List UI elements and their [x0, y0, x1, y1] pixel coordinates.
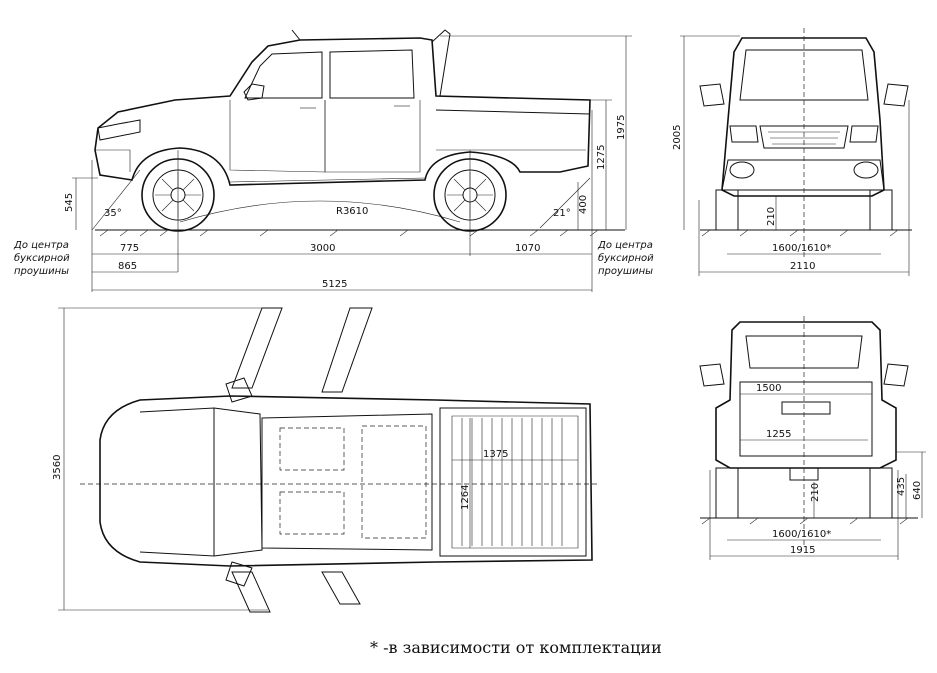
tow-label-left-2: буксирной — [14, 252, 70, 264]
dim-rear-bumper-height: 400 — [578, 195, 589, 214]
tow-label-right-1: До центра — [597, 240, 653, 251]
front-dim-track: 1600/1610* — [772, 243, 831, 254]
dim-overall-length: 5125 — [322, 279, 347, 290]
rear-dim-tailgate-width: 1500 — [756, 383, 781, 394]
dim-rear-overhang: 1070 — [515, 243, 540, 254]
top-view: 3560 1375 1264 — [52, 307, 600, 613]
dim-front-overhang: 775 — [120, 243, 139, 254]
tow-label-left-3: проушины — [14, 266, 69, 277]
rear-dim-width: 1915 — [790, 545, 815, 556]
rear-dim-hitch-2: 640 — [912, 481, 923, 500]
dim-departure-angle: 21° — [553, 208, 571, 219]
footnote: * -в зависимости от комплектации — [370, 638, 662, 657]
dim-approach-angle: 35° — [104, 208, 122, 219]
top-dim-bed-length: 1375 — [483, 449, 508, 460]
dim-total-height: 1975 — [616, 115, 627, 140]
dim-wheelbase: 3000 — [310, 243, 335, 254]
dim-front-bumper-height: 545 — [64, 193, 75, 212]
ramp-arc — [179, 200, 461, 223]
top-dim-mirror-width: 3560 — [52, 455, 63, 480]
tow-label-left-1: До центра — [13, 240, 69, 251]
front-view: 2005 210 1600/1610* 2110 — [672, 28, 912, 276]
dim-ramp-radius: R3610 — [336, 206, 368, 217]
front-dim-width: 2110 — [790, 261, 815, 272]
front-dim-clearance: 210 — [766, 207, 777, 226]
rear-dim-track: 1600/1610* — [772, 529, 831, 540]
dim-tow-front: 865 — [118, 261, 137, 272]
rear-dim-hitch-1: 435 — [896, 477, 907, 496]
top-dim-bed-width: 1264 — [460, 485, 471, 510]
front-dim-height: 2005 — [672, 125, 683, 150]
rear-view: 1500 1255 210 435 640 1600/1610* 1915 — [699, 316, 926, 560]
tow-label-right-2: буксирной — [598, 252, 654, 264]
rear-dim-bed-inner-width: 1255 — [766, 429, 791, 440]
tow-label-right-3: проушины — [598, 266, 653, 277]
rear-dim-clearance: 210 — [810, 483, 821, 502]
side-view: 775 3000 1070 865 5125 R3610 35° 21° 400… — [13, 29, 654, 292]
pickup-side-body — [94, 29, 591, 186]
dim-rear-height: 1275 — [596, 145, 607, 170]
